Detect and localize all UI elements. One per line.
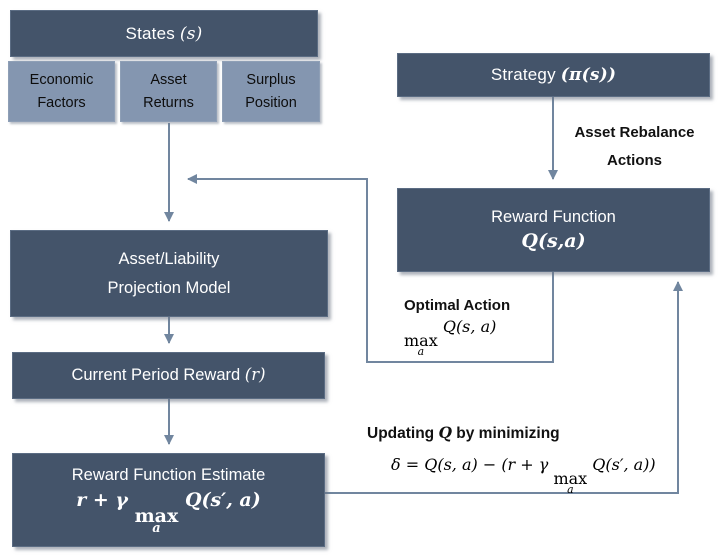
current-reward-box: Current Period Reward (r) xyxy=(12,352,325,399)
updating-q-label: Updating Q by minimizing xyxy=(367,423,560,442)
states-math: (s) xyxy=(179,23,203,44)
surplus-position-box: Surplus Position xyxy=(222,61,320,122)
al-projection-line1: Asset/Liability xyxy=(118,250,220,269)
strategy-math: (π(s)) xyxy=(560,65,617,85)
asset-returns-line2: Returns xyxy=(143,94,194,111)
al-projection-box: Asset/Liability Projection Model xyxy=(10,230,328,317)
max-operator: max xyxy=(134,504,179,527)
max-subscript: a xyxy=(417,345,425,359)
reward-function-title: Reward Function xyxy=(491,207,616,226)
al-projection-line2: Projection Model xyxy=(107,278,231,297)
reward-function-math: Q(s,a) xyxy=(521,230,586,253)
max-operator: max xyxy=(553,468,588,488)
asset-returns-box: Asset Returns xyxy=(120,61,217,122)
economic-factors-box: Economic Factors xyxy=(8,61,115,122)
asset-rebalance-line2: Actions xyxy=(606,152,662,169)
surplus-position-line2: Position xyxy=(245,94,297,111)
reward-estimate-title: Reward Function Estimate xyxy=(71,466,266,485)
strategy-box: Strategy (π(s)) xyxy=(397,53,710,97)
asset-rebalance-line1: Asset Rebalance xyxy=(574,124,695,141)
asset-rebalance-label: Asset Rebalance Actions xyxy=(562,119,707,175)
max-subscript: a xyxy=(152,520,161,536)
optimal-action-title: Optimal Action xyxy=(404,297,511,314)
states-box: States (s) xyxy=(10,10,318,57)
max-operator: max xyxy=(404,330,438,350)
current-reward-math: (r) xyxy=(244,365,266,385)
connector-estimate-to-reward-function xyxy=(325,281,683,494)
asset-returns-line1: Asset xyxy=(150,72,187,89)
economic-factors-line1: Economic xyxy=(29,72,94,89)
strategy-title: Strategy (π(s)) xyxy=(490,65,617,85)
max-subscript: a xyxy=(567,483,574,497)
updating-q-symbol: Q xyxy=(438,423,452,442)
current-reward-title: Current Period Reward (r) xyxy=(71,365,266,385)
connector-optimal-action-feedback xyxy=(187,174,554,363)
states-title: States (s) xyxy=(125,23,203,44)
reward-function-box: Reward Function Q(s,a) xyxy=(397,188,710,272)
surplus-position-line1: Surplus xyxy=(246,72,296,89)
economic-factors-line2: Factors xyxy=(37,94,86,111)
